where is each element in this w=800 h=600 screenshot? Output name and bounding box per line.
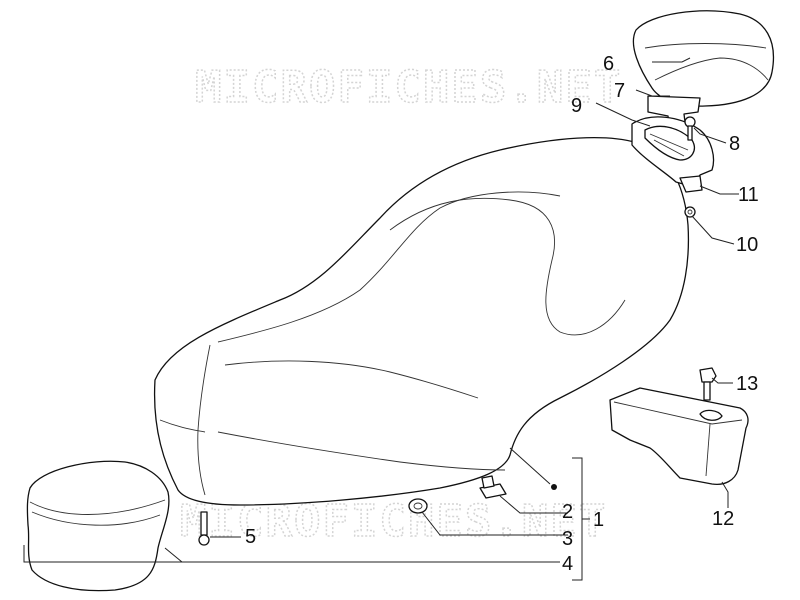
callout-13: 13 (736, 373, 758, 395)
rear-cover-plate (609, 387, 749, 486)
seat (153, 136, 690, 506)
backrest-screw (684, 116, 696, 141)
callout-8: 8 (729, 133, 740, 155)
callout-5: 5 (245, 526, 256, 548)
front-seat-tray (26, 460, 170, 592)
callout-10: 10 (736, 234, 758, 256)
reference-dot (551, 484, 557, 490)
leader-lines (23, 57, 739, 581)
backrest-pad (632, 10, 775, 107)
callout-7: 7 (614, 80, 625, 102)
cover-screw (699, 367, 717, 401)
callout-12: 12 (712, 508, 734, 530)
grommet (408, 498, 428, 514)
callout-3: 3 (562, 528, 573, 550)
backrest-base-plate (631, 116, 715, 187)
hinge-clip (679, 175, 703, 193)
callout-4: 4 (562, 553, 573, 575)
watermark-top: MICROFICHES.NET (195, 62, 622, 113)
callout-9: 9 (571, 95, 582, 117)
callout-11: 11 (738, 184, 759, 206)
callout-1: 1 (593, 509, 604, 531)
callout-6: 6 (603, 53, 614, 75)
seat-latch-hook (479, 475, 507, 499)
seat-screw (198, 511, 210, 546)
callout-2: 2 (562, 501, 573, 523)
backrest-nut (684, 206, 696, 218)
